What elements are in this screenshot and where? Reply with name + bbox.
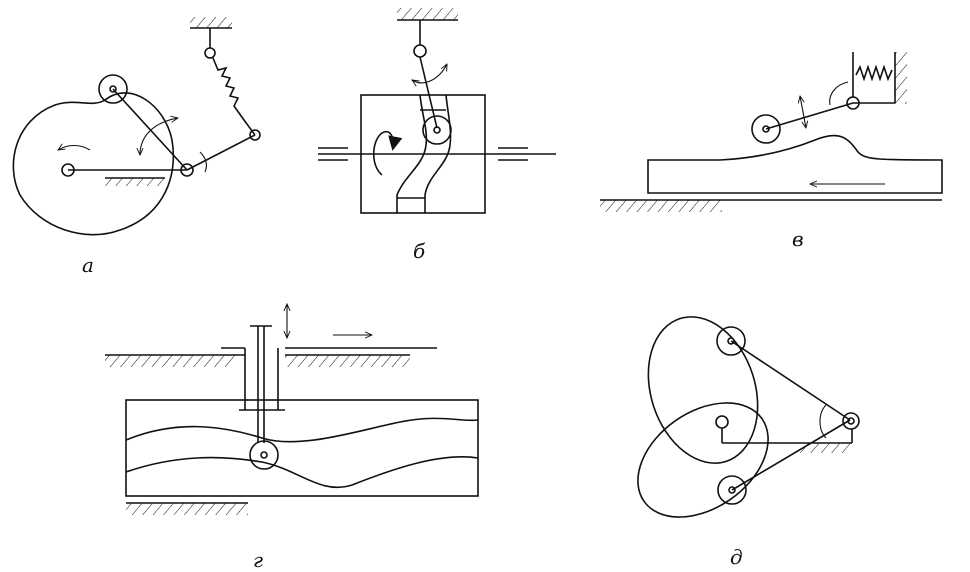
label-a: а xyxy=(82,253,94,277)
spring-anchor-a xyxy=(204,47,216,59)
swing-arrow-v xyxy=(800,96,806,128)
translating-cam-v xyxy=(647,134,943,194)
rocker-arm-a xyxy=(112,88,188,171)
rotation-arrow-a xyxy=(58,146,91,151)
label-b: б xyxy=(413,239,426,263)
groove-upper-g xyxy=(125,417,479,443)
spring-v xyxy=(855,64,893,82)
pivot-d xyxy=(842,412,860,430)
roller-g xyxy=(249,440,279,470)
roller-upper-d xyxy=(716,326,746,356)
swing-arrow-a xyxy=(140,118,178,155)
translating-cam-g xyxy=(125,399,479,497)
label-d: д xyxy=(730,545,743,569)
label-v: в xyxy=(792,227,804,251)
rotation-arrow-b xyxy=(372,130,403,176)
rocker-arm-b xyxy=(419,56,438,129)
swing-arrow-b xyxy=(412,64,447,83)
rocker-arm-v xyxy=(765,102,854,130)
roller-lower-d xyxy=(717,475,747,505)
spring-a xyxy=(212,57,256,136)
pivot-b xyxy=(413,44,427,58)
groove-lower-g xyxy=(125,456,479,489)
groove-left-b xyxy=(396,94,428,213)
cam-ellipse-2-d xyxy=(637,402,769,518)
mechanism-d: д xyxy=(637,316,860,569)
mechanism-b: б xyxy=(318,8,556,263)
mechanism-g: г xyxy=(105,304,479,572)
cam-shaft-a xyxy=(61,163,75,177)
disc-cam-a xyxy=(12,92,175,236)
groove-right-b xyxy=(424,94,452,213)
cam-ellipse-1-d xyxy=(647,316,759,464)
mechanism-v: в xyxy=(600,52,943,251)
mechanism-a: а xyxy=(12,17,261,277)
roller-a xyxy=(98,74,128,104)
arm-lower-d xyxy=(731,419,851,491)
cam-shaft-d xyxy=(715,415,729,429)
label-g: г xyxy=(253,548,263,572)
roller-b xyxy=(422,115,452,145)
roller-v xyxy=(751,114,781,144)
arm-upper-d xyxy=(730,340,851,421)
